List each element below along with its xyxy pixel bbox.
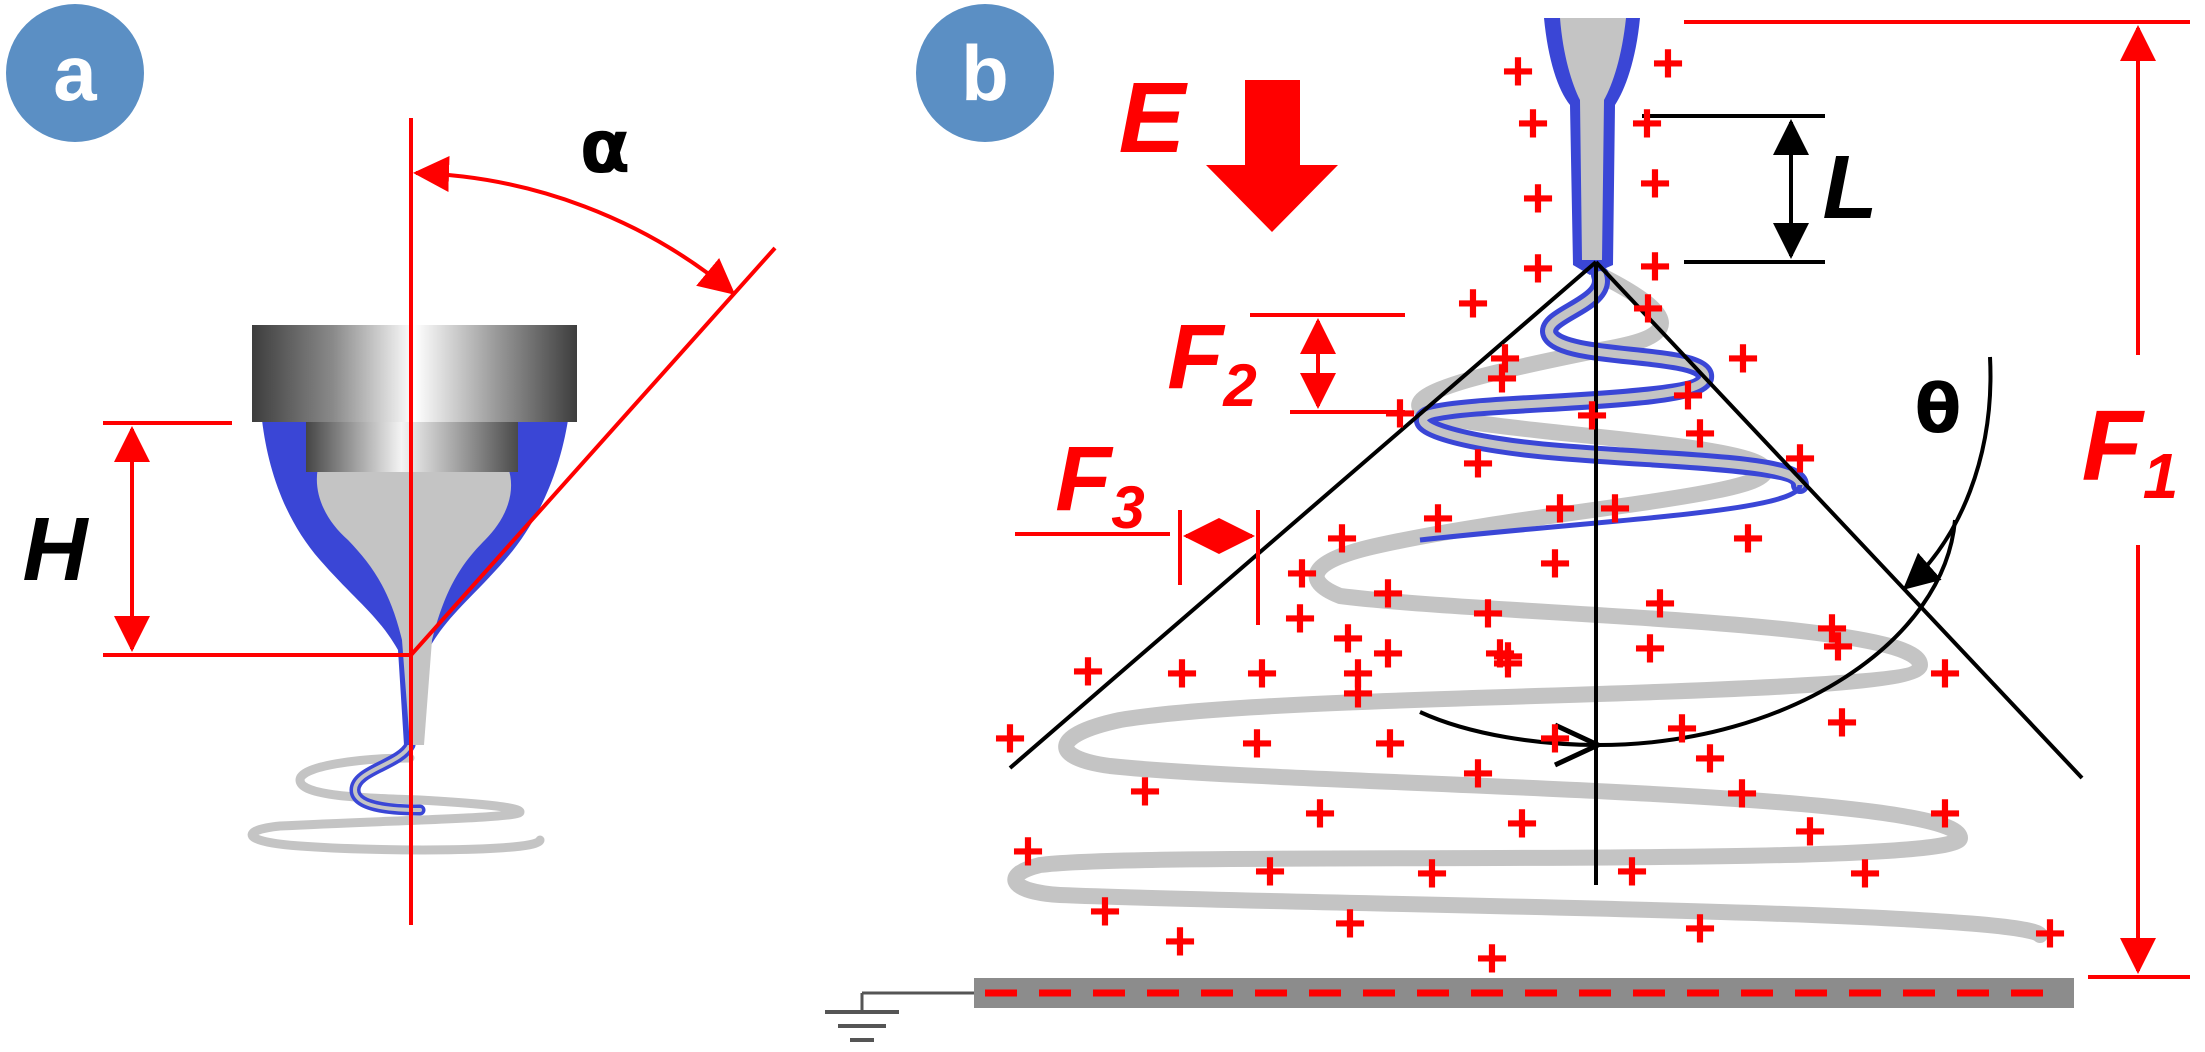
charge-plus: +: [1727, 326, 1760, 389]
charge-plus: +: [1599, 476, 1632, 539]
charge-plus: +: [1684, 401, 1717, 464]
charge-plus: +: [1539, 531, 1572, 594]
fiber-spiral: [1007, 267, 2048, 943]
charge-plus: +: [1539, 706, 1572, 769]
charge-plus: +: [1326, 506, 1359, 569]
charge-plus: +: [1372, 621, 1405, 684]
charge-plus: +: [1416, 841, 1449, 904]
f1-label: F1: [2082, 390, 2179, 512]
charge-plus: +: [1684, 896, 1717, 959]
charge-plus: +: [1472, 581, 1505, 644]
charge-plus: +: [1632, 276, 1665, 339]
charge-plus: +: [1639, 234, 1672, 297]
charge-plus: +: [1089, 879, 1122, 942]
charge-plus: +: [1784, 426, 1817, 489]
f3-label: F3: [1055, 428, 1145, 541]
charge-plus: +: [1462, 741, 1495, 804]
charge-plus: +: [1284, 586, 1317, 649]
panel-a-badge-letter: a: [53, 29, 97, 117]
charge-plus: +: [1012, 819, 1045, 882]
charge-plus: +: [1666, 696, 1699, 759]
charge-plus: +: [1822, 614, 1855, 677]
envelope-right: [1594, 260, 2084, 780]
charge-plus: +: [1462, 431, 1495, 494]
charge-plus: +: [1072, 639, 1105, 702]
needle-cap: [252, 325, 577, 422]
charge-plus: +: [1129, 759, 1162, 822]
charge-plus: +: [1522, 236, 1555, 299]
charge-plus: +: [1694, 726, 1727, 789]
e-field-label: E: [1119, 62, 1189, 174]
charge-plus: +: [1816, 596, 1849, 659]
charge-plus: +: [1384, 381, 1417, 444]
charge-plus: +: [1849, 841, 1882, 904]
charge-plus: +: [994, 706, 1027, 769]
charge-plus: +: [1576, 383, 1609, 446]
charge-plus: +: [1254, 839, 1287, 902]
charge-plus: +: [1334, 891, 1367, 954]
charge-plus: +: [1794, 799, 1827, 862]
l-label: L: [1823, 138, 1878, 238]
alpha-arc: [413, 156, 736, 295]
rotation-arrow-left: [1419, 710, 1599, 747]
charge-plus: +: [1286, 541, 1319, 604]
charge-plus: +: [1929, 781, 1962, 844]
cone-slope-line: [409, 246, 777, 657]
charge-cloud: ++++++++++++++++++++++++++++++++++++++++…: [994, 31, 2067, 989]
charge-plus: +: [1476, 926, 1509, 989]
charge-plus: +: [1246, 641, 1279, 704]
charge-plus: +: [1517, 91, 1550, 154]
e-field-arrow: [1206, 80, 1338, 232]
charge-plus: +: [1241, 711, 1274, 774]
charge-plus: +: [1372, 561, 1405, 624]
charge-plus: +: [1726, 761, 1759, 824]
charge-plus: +: [1634, 616, 1667, 679]
charge-plus: +: [1486, 346, 1519, 409]
charge-plus: +: [1652, 31, 1685, 94]
h-label: H: [23, 500, 90, 600]
charge-plus: +: [1304, 781, 1337, 844]
charge-plus: +: [1644, 571, 1677, 634]
alpha-label: α: [580, 104, 631, 190]
charge-plus: +: [1342, 641, 1375, 704]
charge-plus: +: [1374, 711, 1407, 774]
charge-plus: +: [1492, 631, 1525, 694]
charge-plus: +: [1422, 486, 1455, 549]
panel-a-badge: [6, 4, 144, 142]
theta-label: θ: [1915, 370, 1962, 449]
charge-plus: +: [1929, 641, 1962, 704]
charge-plus: +: [1457, 271, 1490, 334]
panel-b-badge: [916, 4, 1054, 142]
panel-b: b E θ: [825, 4, 2190, 1042]
charge-plus: +: [1672, 363, 1705, 426]
ground-icon: [825, 991, 974, 1042]
charge-plus: +: [1164, 909, 1197, 972]
theta-arc: [1902, 356, 1993, 590]
panel-b-badge-letter: b: [961, 29, 1009, 117]
fiber-whip: [247, 753, 545, 855]
charge-plus: +: [2034, 901, 2067, 964]
charge-plus: +: [1342, 661, 1375, 724]
cone-fluid: [316, 460, 512, 745]
charge-plus: +: [1631, 91, 1664, 154]
charge-plus: +: [1506, 791, 1539, 854]
charge-plus: +: [1616, 839, 1649, 902]
charge-plus: +: [1489, 326, 1522, 389]
envelope-left: [1008, 260, 1598, 770]
charge-plus: +: [1639, 151, 1672, 214]
charge-plus: +: [1732, 506, 1765, 569]
charge-plus: +: [1332, 606, 1365, 669]
charge-plus: +: [1544, 476, 1577, 539]
charge-plus: +: [1484, 621, 1517, 684]
rotation-arrow-right: [1597, 519, 1957, 747]
panel-a: a α H: [6, 4, 777, 925]
f2-label: F2: [1167, 306, 1257, 419]
charge-plus: +: [1166, 641, 1199, 704]
charge-plus: +: [1522, 166, 1555, 229]
charge-plus: +: [1826, 690, 1859, 753]
charge-plus: +: [1502, 39, 1535, 102]
charge-plus: +: [1492, 624, 1525, 687]
